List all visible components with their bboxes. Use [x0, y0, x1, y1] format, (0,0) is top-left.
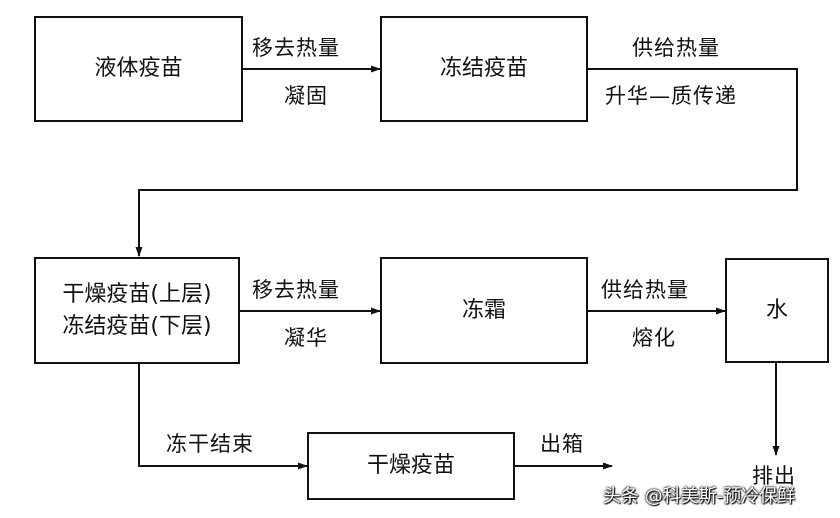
node-label-lower: 冻结疫苗(下层) [62, 313, 212, 339]
edge-label-remove-heat-1: 移去热量 [252, 36, 340, 60]
arrow-frozen-to-layered [135, 68, 798, 257]
node-frozen-vaccine: 冻结疫苗 [380, 16, 588, 122]
edge-label-drying-end: 冻干结束 [166, 432, 254, 456]
edge-label-remove-heat-2: 移去热量 [252, 278, 340, 302]
node-frost: 冻霜 [380, 257, 588, 364]
arrow-layered-to-dried [138, 364, 308, 470]
node-dried-frozen-layers: 干燥疫苗(上层) 冻结疫苗(下层) [34, 257, 240, 364]
edge-label-supply-heat-2: 供给热量 [601, 278, 689, 302]
node-label: 干燥疫苗 [366, 453, 455, 479]
node-label: 冻结疫苗 [439, 56, 528, 82]
edge-label-solidify: 凝固 [284, 84, 328, 108]
node-liquid-vaccine: 液体疫苗 [34, 16, 243, 122]
node-water: 水 [725, 258, 829, 363]
node-label: 液体疫苗 [94, 56, 183, 82]
watermark: 头条 @科美斯-预冷保鲜 [603, 486, 796, 507]
node-label: 冻霜 [461, 297, 506, 323]
edge-label-supply-heat-1: 供给热量 [632, 36, 720, 60]
edge-label-sublimation: 升华—质传递 [605, 84, 737, 108]
edge-label-out-of-chamber: 出箱 [540, 432, 584, 456]
edge-label-drain: 排出 [752, 464, 796, 488]
node-dried-vaccine: 干燥疫苗 [307, 432, 515, 500]
edge-label-melt: 熔化 [632, 326, 676, 350]
node-label: 水 [765, 297, 788, 323]
node-label-upper: 干燥疫苗(上层) [62, 281, 212, 307]
edge-label-desublimation: 凝华 [284, 326, 328, 350]
